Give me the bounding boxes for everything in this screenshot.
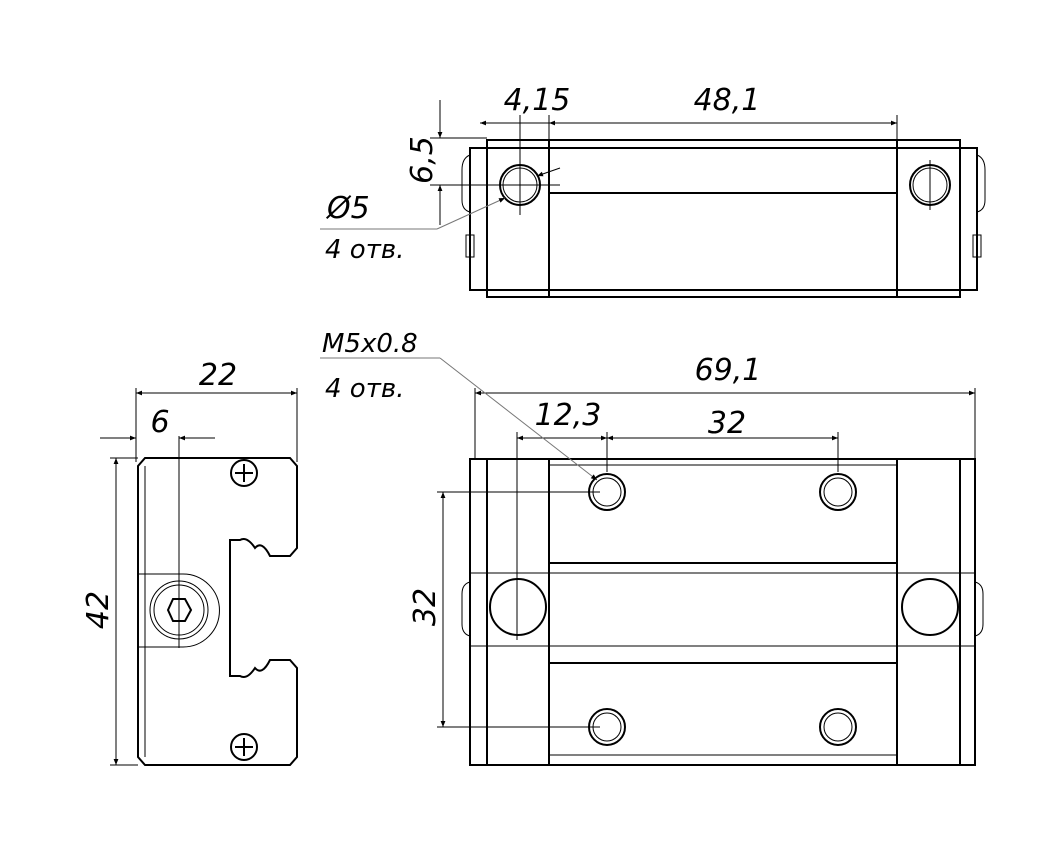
dim-offset-label: 4,15 bbox=[504, 83, 571, 118]
dim-pitch-x-label: 32 bbox=[708, 406, 746, 441]
bolt-hole bbox=[489, 578, 547, 636]
dim-pitch-y-label: 32 bbox=[408, 588, 443, 626]
dim-offset-label: 6 bbox=[150, 405, 169, 440]
top-view: 4,15 48,1 6,5 Ø5 4 отв. bbox=[320, 83, 986, 298]
dim-width-label: 22 bbox=[199, 358, 237, 393]
hole-count-label: 4 отв. bbox=[325, 235, 404, 265]
thread-count-label: 4 отв. bbox=[325, 374, 404, 404]
hole-diameter-label: Ø5 bbox=[325, 191, 370, 226]
screw-icon bbox=[230, 459, 258, 487]
screw-icon bbox=[230, 733, 258, 761]
side-view: 22 6 42 bbox=[81, 358, 298, 766]
dim-offset-label: 12,3 bbox=[535, 398, 602, 433]
dim-length-label: 48,1 bbox=[694, 83, 761, 118]
hex-socket-icon bbox=[166, 598, 193, 622]
front-view: 69,1 12,3 32 32 M5x0.8 4 отв. bbox=[320, 329, 984, 766]
bolt-hole bbox=[901, 578, 959, 636]
dim-height-label: 6,5 bbox=[405, 136, 440, 184]
dim-length-label: 69,1 bbox=[695, 353, 762, 388]
threaded-holes bbox=[588, 473, 857, 746]
thread-label: M5x0.8 bbox=[322, 329, 418, 359]
dim-height-label: 42 bbox=[81, 591, 116, 629]
